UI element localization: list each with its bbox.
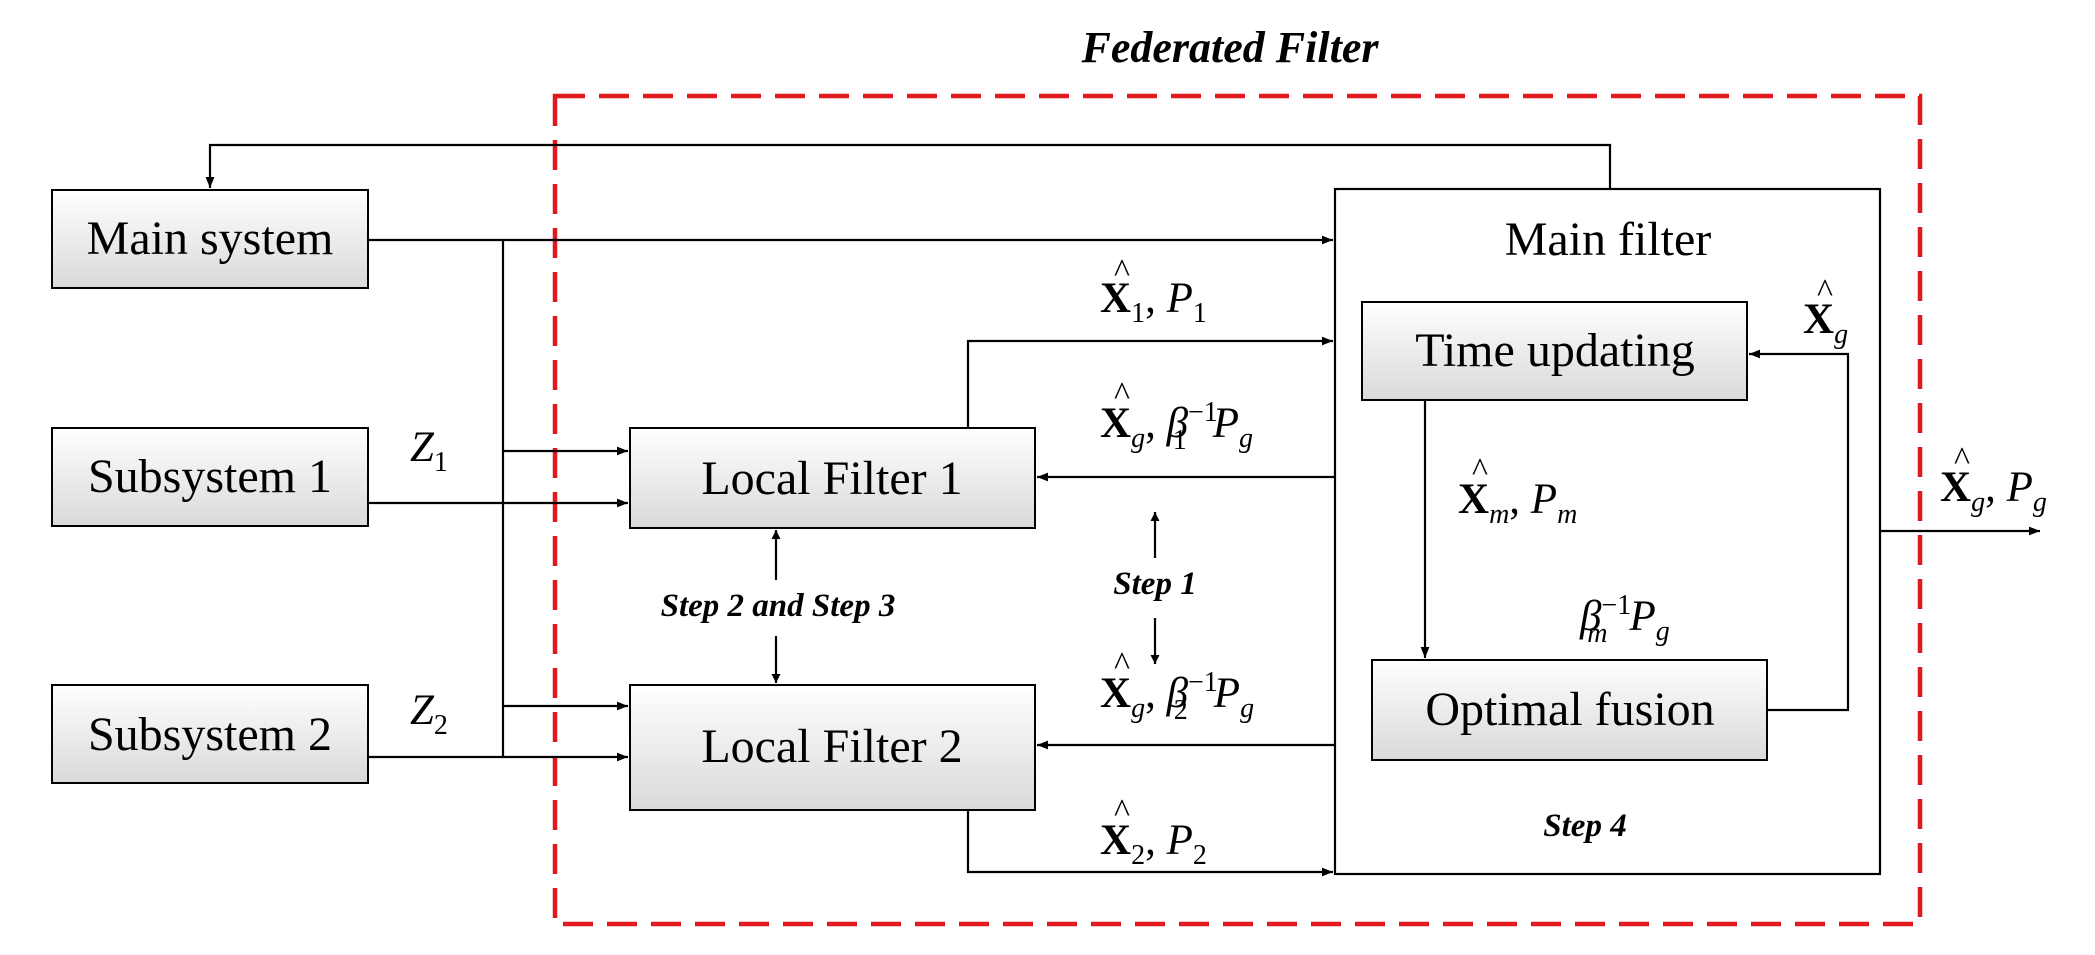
hat-x1: ^ xyxy=(1114,253,1130,290)
time-updating-box xyxy=(1361,301,1748,401)
subsystem-1-label: Subsystem 1 xyxy=(88,450,332,503)
x1-p1-label: ^ X1, P1 xyxy=(1100,253,1207,329)
xg-pg-output-text: Xg, Pg xyxy=(1940,464,2047,518)
step-4-label: Step 4 xyxy=(1543,808,1626,844)
xg-pg-output-label: ^ Xg, Pg xyxy=(1940,441,2047,518)
subsystem-2-box xyxy=(51,684,369,784)
hat-x2: ^ xyxy=(1114,793,1130,830)
main-system-box xyxy=(51,189,369,289)
main-system-label: Main system xyxy=(87,212,334,265)
x2-p2-label: ^ X2, P2 xyxy=(1100,793,1207,871)
local-filter-1-label: Local Filter 1 xyxy=(701,452,962,505)
main-filter-label: Main filter xyxy=(1505,213,1712,266)
hat-xm: ^ xyxy=(1472,452,1488,489)
time-updating-label: Time updating xyxy=(1415,324,1695,377)
hat-xg-beta2: ^ xyxy=(1114,646,1130,683)
arrow-fusion-feedback-to-time-updating xyxy=(1749,349,1850,712)
feedback-arrow-main-system xyxy=(205,143,1612,189)
xg-top-label: ^ Xg xyxy=(1803,273,1848,350)
federated-filter-frame xyxy=(552,93,1923,927)
arrow-local-filter-1-output xyxy=(966,336,1333,428)
arrow-local-filter-2-output xyxy=(966,810,1333,877)
x1-p1-text: X1, P1 xyxy=(1100,275,1207,329)
subsystem-2-label: Subsystem 2 xyxy=(88,708,332,761)
hat-xg-beta1: ^ xyxy=(1114,376,1130,413)
main-filter-box xyxy=(1333,187,1882,876)
hat-xg-out: ^ xyxy=(1954,441,1970,478)
step-1-label: Step 1 xyxy=(1113,566,1196,602)
optimal-fusion-label: Optimal fusion xyxy=(1425,683,1714,736)
xg-top-text: Xg xyxy=(1803,296,1848,350)
z2-label: Z2 xyxy=(410,687,448,741)
subsystem-1-box xyxy=(51,427,369,527)
step-2-3-label: Step 2 and Step 3 xyxy=(661,588,896,624)
z1-label: Z1 xyxy=(410,424,448,478)
diagram-title: Federated Filter xyxy=(1081,23,1380,72)
local-filter-1-box xyxy=(629,427,1036,529)
hat-xg-top: ^ xyxy=(1817,273,1833,310)
optimal-fusion-box xyxy=(1371,659,1768,761)
local-filter-2-label: Local Filter 2 xyxy=(701,720,962,773)
xm-pm-label: ^ Xm, Pm xyxy=(1458,452,1577,530)
x2-p2-text: X2, P2 xyxy=(1100,817,1207,871)
local-filter-2-box xyxy=(629,684,1036,811)
xm-pm-text: Xm, Pm xyxy=(1458,476,1577,530)
